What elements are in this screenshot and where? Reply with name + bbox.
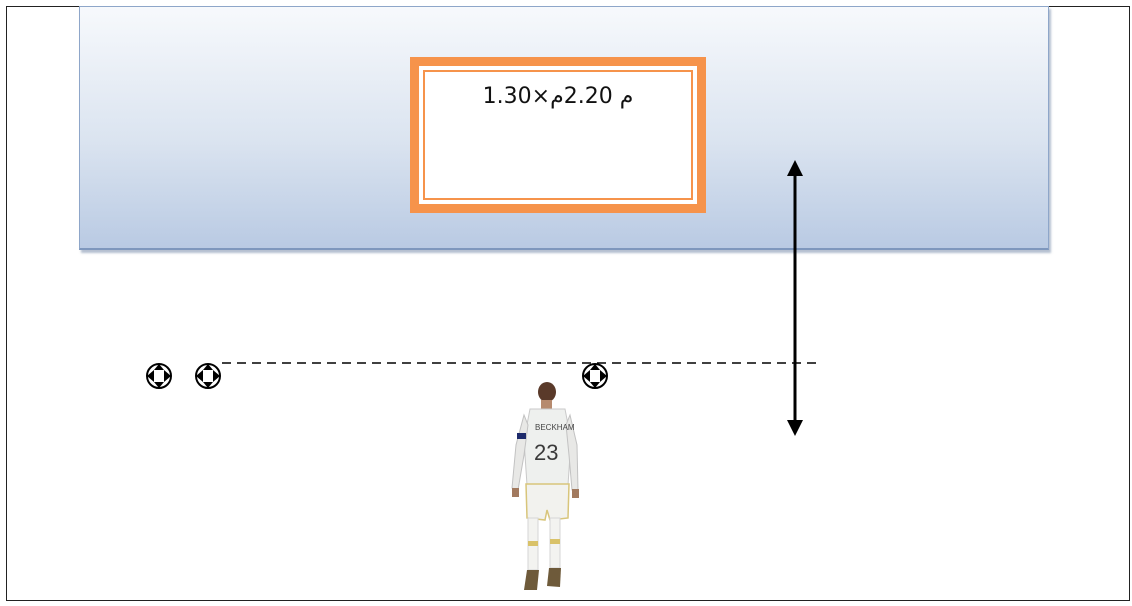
- goal-target-frame: م 2.20م×1.30: [410, 57, 706, 213]
- goal-target-inner-border: [423, 70, 693, 200]
- soccer-ball-icon: [582, 363, 608, 389]
- player-figure: BECKHAM 23: [511, 382, 579, 590]
- soccer-ball-icon: [146, 363, 172, 389]
- goal-target-inner: م 2.20م×1.30: [419, 66, 697, 204]
- shirt-number: 23: [534, 440, 558, 465]
- double-arrow-icon: [787, 160, 803, 436]
- soccer-ball-icon: [195, 363, 221, 389]
- shirt-name: BECKHAM: [535, 423, 575, 432]
- goal-dimension-label: م 2.20م×1.30: [482, 84, 634, 109]
